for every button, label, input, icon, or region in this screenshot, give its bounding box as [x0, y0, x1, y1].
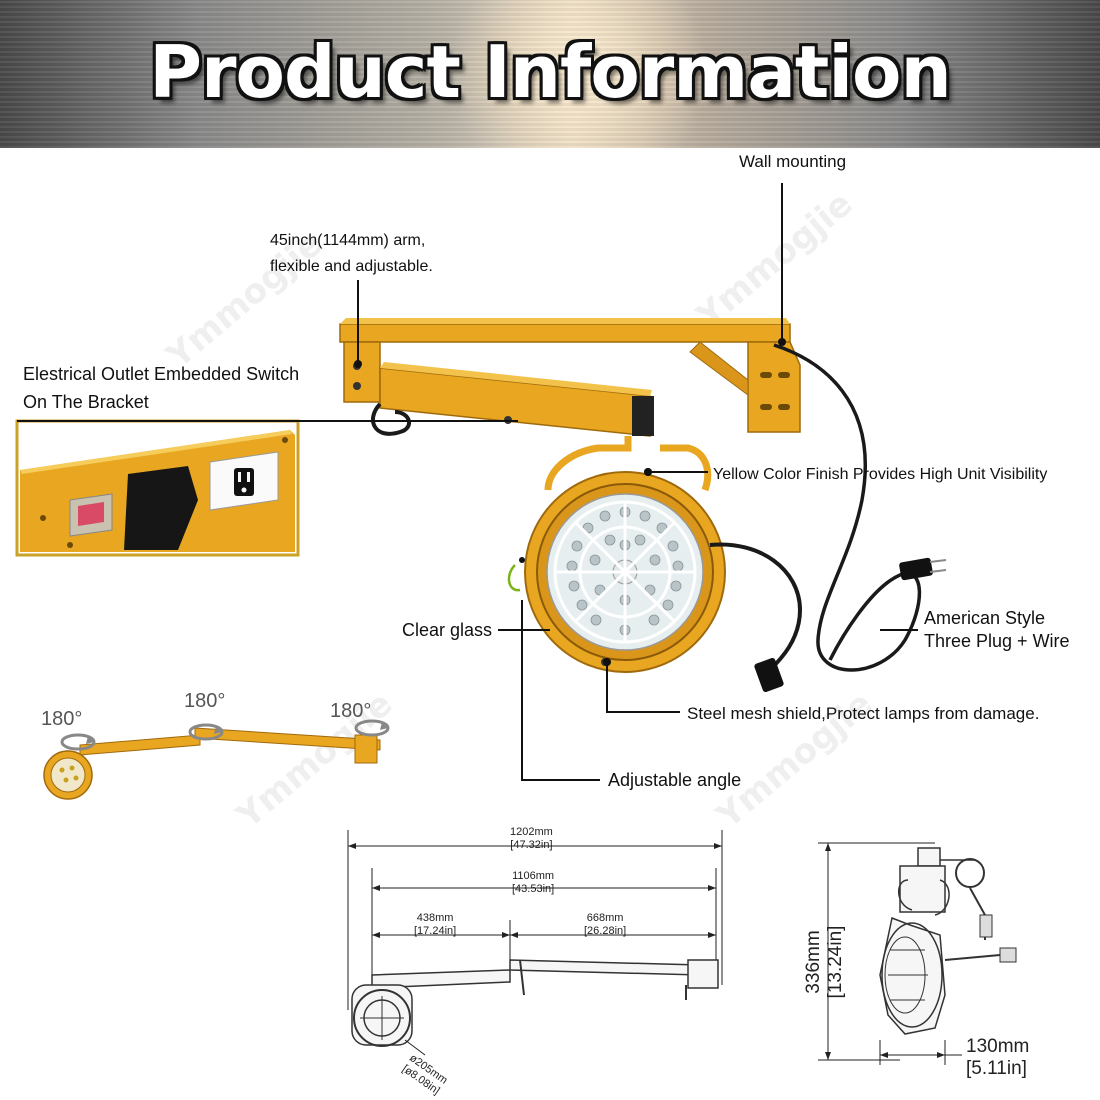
label-arm-line2: flexible and adjustable. — [270, 258, 433, 275]
label-yellow-finish: Yellow Color Finish Provides High Unit V… — [713, 466, 1048, 483]
rotation-arm-illustration — [43, 719, 390, 800]
label-plug-line2: Three Plug + Wire — [924, 631, 1070, 651]
dim-arm: 1106mm[43.53in] — [512, 870, 555, 895]
banner-glow — [450, 0, 710, 148]
label-adjustable-angle: Adjustable angle — [608, 770, 742, 790]
dimension-drawing-front — [818, 842, 1017, 1065]
dim-total: 1202mm[47.32in] — [510, 826, 553, 851]
dim-height: 336mm[13.24in] — [803, 925, 846, 999]
dim-segment2: 668mm[26.28in] — [584, 912, 627, 937]
label-clear-glass: Clear glass — [402, 620, 493, 640]
outlet-detail-inset — [15, 419, 300, 557]
main-lamp-arm — [339, 318, 947, 693]
label-arm-line1: 45inch(1144mm) arm, — [270, 232, 426, 249]
rotation-label: 180° — [184, 690, 226, 712]
dimension-drawing-side — [347, 830, 723, 1056]
label-wall-mounting: Wall mounting — [739, 152, 847, 171]
banner-texture — [0, 0, 1100, 148]
rotation-label: 180° — [41, 708, 83, 730]
label-outlet-line1: Elestrical Outlet Embedded Switch — [23, 364, 300, 384]
rotation-label: 180° — [330, 700, 372, 722]
label-plug-line1: American Style — [924, 608, 1046, 628]
page-title: Product Information — [149, 30, 951, 114]
leader-lines — [17, 183, 918, 781]
header-banner: Product Information — [0, 0, 1100, 148]
dim-segment1: 438mm[17.24in] — [414, 912, 457, 937]
label-outlet-line2: On The Bracket — [23, 392, 149, 412]
label-steel-mesh: Steel mesh shield,Protect lamps from dam… — [687, 704, 1040, 723]
dim-depth: 130mm[5.11in] — [966, 1036, 1030, 1079]
